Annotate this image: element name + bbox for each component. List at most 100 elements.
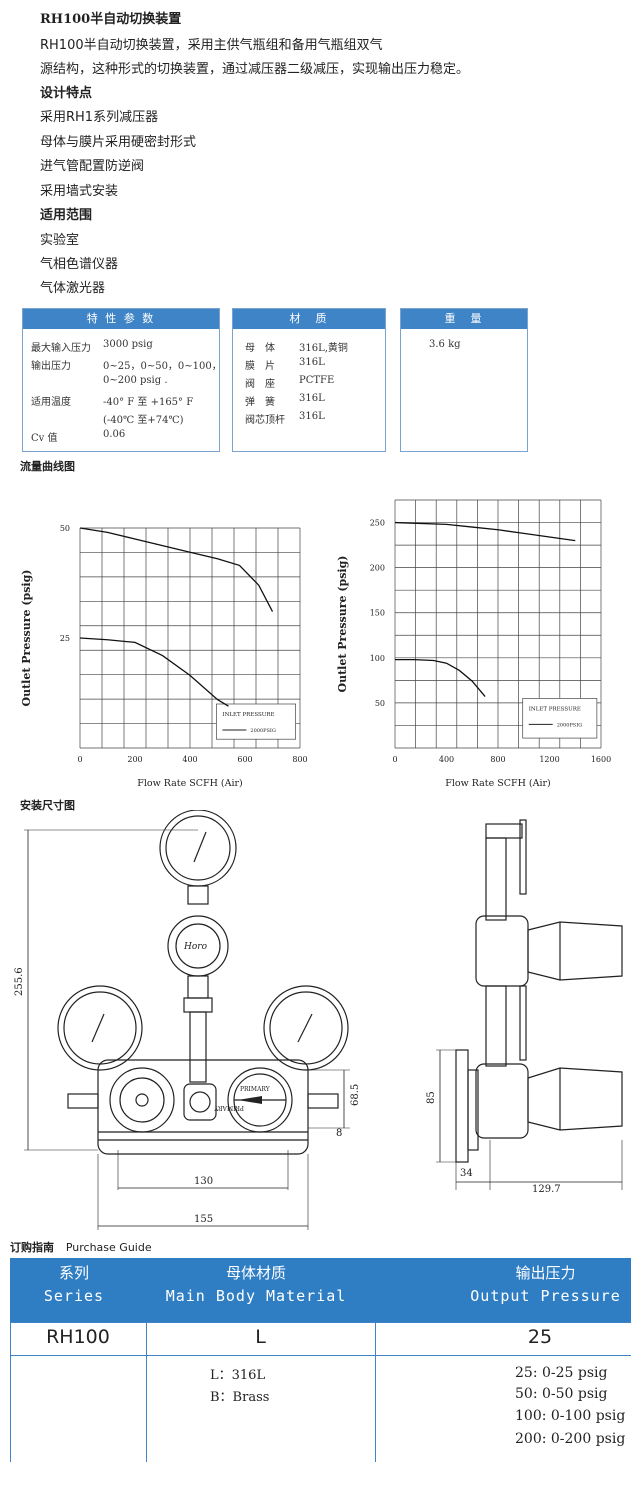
spec-label: 母 体: [245, 343, 275, 354]
purchase-title-cn: 订购指南: [10, 1241, 54, 1254]
y-tick-label: 25: [60, 634, 70, 643]
spec-value: PCTFE: [299, 375, 335, 386]
feature-item: 采用墙式安装: [40, 184, 119, 199]
y-tick-label: 50: [375, 699, 385, 708]
example-series: RH100: [46, 1326, 110, 1348]
x-tick-label: 800: [292, 755, 307, 764]
feature-item: 采用RH1系列减压器: [40, 110, 159, 125]
side-regulator-lower: [475, 1063, 529, 1139]
material-spec-title: 材 质: [233, 309, 385, 329]
col-pressure: 输出压力 Output Pressure: [470, 1264, 621, 1305]
spec-value: 316L: [299, 357, 325, 368]
pressure-option: 25: 0-25 psig: [515, 1365, 608, 1381]
series-line-2: [395, 658, 486, 698]
weight-spec-box: 重 量 3.6 kg: [400, 308, 528, 452]
purchase-title-en: Purchase Guide: [65, 1241, 152, 1254]
description-line-1: RH100半自动切换装置，采用主供气瓶组和备用气瓶组双气: [40, 38, 383, 53]
dim-height: 255.6: [14, 967, 25, 996]
spec-value: 0.06: [103, 429, 126, 440]
flow-section-title: 流量曲线图: [20, 460, 75, 473]
features-heading: 设计特点: [40, 86, 93, 101]
y-tick-label: 100: [370, 654, 385, 663]
dim-offset: 34: [460, 1168, 473, 1179]
x-tick-label: 0: [77, 755, 82, 764]
performance-spec-title: 特 性 参 数: [23, 309, 219, 329]
x-tick-label: 600: [237, 755, 252, 764]
feature-item: 母体与膜片采用硬密封形式: [40, 135, 197, 150]
purchase-table-header: 系列 Series 母体材质 Main Body Material 输出压力 O…: [10, 1258, 631, 1322]
spec-label: 最大输入压力: [31, 343, 91, 354]
spec-label: 膜 片: [245, 361, 275, 372]
side-wall-bracket: [455, 1049, 469, 1163]
spec-label: 弹 簧: [245, 397, 275, 408]
flow-chart-left: INLET PRESSURE 2000PSIG 0 200 400 600 800 25 50F…: [20, 524, 308, 789]
install-section-title: 安装尺寸图: [20, 799, 75, 812]
series-line-1: [79, 527, 274, 612]
spec-value: 0~200 psig .: [103, 375, 168, 386]
performance-spec-box: 特 性 参 数 最大输入压力 3000 psig 输出压力 0~25，0~50，…: [22, 308, 222, 452]
material-option: L：316L: [210, 1368, 266, 1383]
legend-title: INLET PRESSURE: [222, 712, 274, 718]
description-line-2: 源结构，这种形式的切换装置，通过减压器二级减压，实现输出压力稳定。: [40, 62, 470, 77]
spec-value: 316L: [299, 393, 325, 404]
side-top-connector: [485, 823, 523, 839]
top-gauge: [159, 810, 237, 887]
left-gauge: [57, 985, 143, 1071]
y-tick-label: 50: [60, 524, 70, 533]
spec-label: 适用温度: [31, 397, 71, 408]
spec-value: 3000 psig: [103, 339, 153, 350]
spec-label: Cv 值: [31, 433, 58, 444]
pressure-option: 50: 0-50 psig: [515, 1386, 608, 1402]
x-tick-label: 400: [182, 755, 197, 764]
primary-label-flipped: PRIMARY: [213, 1104, 244, 1111]
x-tick-label: 400: [439, 755, 454, 764]
pressure-option: 100: 0-100 psig: [515, 1408, 626, 1424]
x-tick-label: 200: [127, 755, 142, 764]
y-tick-label: 200: [370, 564, 385, 573]
legend-title: INLET PRESSURE: [529, 706, 581, 712]
legend-box: [216, 703, 296, 740]
purchase-guide-title: 订购指南 Purchase Guide: [10, 1239, 152, 1255]
primary-label: PRIMARY: [240, 1086, 271, 1093]
dim-depth: 129.7: [532, 1184, 561, 1195]
scope-heading: 适用范围: [40, 208, 93, 223]
feature-item: 进气管配置防逆阀: [40, 159, 145, 174]
legend-box: [522, 698, 598, 739]
dim-hole: 8: [336, 1128, 342, 1139]
right-gauge: [263, 985, 349, 1071]
spec-value: -40° F 至 +165° F: [103, 397, 194, 408]
col-material: 母体材质 Main Body Material: [165, 1264, 347, 1305]
product-title: RH100半自动切换装置: [40, 12, 182, 27]
y-axis-label: Outlet Pressure (psig): [20, 570, 33, 707]
spec-value: (-40℃ 至+74℃): [103, 415, 184, 426]
spec-value: 316L: [299, 411, 325, 422]
dim-mount-height: 68.5: [350, 1084, 361, 1106]
material-option: B：Brass: [210, 1390, 270, 1405]
y-tick-label: 150: [370, 609, 385, 618]
example-material: L: [255, 1326, 266, 1348]
dim-width: 155: [194, 1214, 213, 1225]
weight-value: 3.6 kg: [429, 339, 461, 350]
installation-drawing: 255.6 68.5 8 130 155 85 34 129.7 Horo PR…: [14, 810, 623, 1230]
x-axis-label: Flow Rate SCFH (Air): [445, 778, 551, 789]
weight-spec-title: 重 量: [401, 309, 527, 329]
material-spec-box: 材 质 母 体 316L,黄铜 膜 片 316L 阀 座 PCTFE 弹 簧 3…: [232, 308, 386, 452]
x-tick-label: 1200: [539, 755, 559, 764]
x-tick-label: 0: [392, 755, 397, 764]
pressure-option: 200: 0-200 psig: [515, 1431, 626, 1447]
y-axis-label: Outlet Pressure (psig): [336, 556, 349, 693]
x-tick-label: 800: [490, 755, 505, 764]
legend-label: 2000PSIG: [250, 728, 275, 734]
scope-item: 气相色谱仪器: [40, 257, 119, 272]
col-series: 系列 Series: [43, 1264, 105, 1305]
series-line-2: [79, 637, 229, 707]
spec-value: 316L,黄铜: [299, 343, 348, 354]
x-axis-label: Flow Rate SCFH (Air): [137, 778, 243, 789]
scope-item: 实验室: [40, 233, 80, 248]
spec-label: 阀芯顶杆: [245, 415, 285, 426]
scope-item: 气体激光器: [40, 281, 106, 296]
side-regulator-upper: [475, 915, 529, 987]
x-tick-label: 1600: [591, 755, 611, 764]
series-line-1: [394, 521, 576, 542]
